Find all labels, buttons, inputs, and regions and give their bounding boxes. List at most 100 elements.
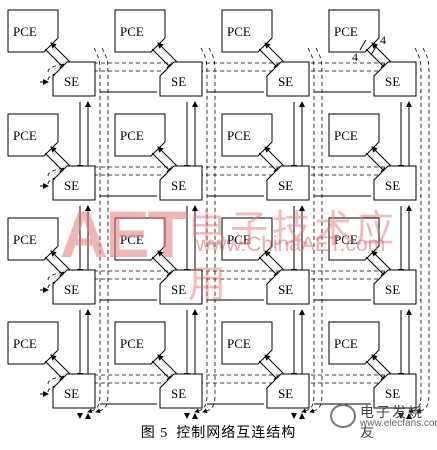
row-bus-dashed [47, 166, 415, 179]
grid-node: PCE SE [328, 217, 417, 305]
pce-label: PCE [120, 24, 144, 39]
se-block [52, 61, 96, 97]
se-block [266, 373, 310, 409]
grid-node: PCE SE [221, 113, 310, 201]
se-block [373, 165, 417, 201]
pce-label: PCE [13, 232, 37, 247]
pce-se-link [365, 152, 387, 174]
column-bus-dashed [309, 47, 323, 414]
se-label: SE [278, 178, 293, 193]
se-pce-link [50, 42, 72, 64]
row-bus-dashed [47, 70, 415, 83]
se-block [159, 269, 203, 305]
pce-label: PCE [334, 24, 358, 39]
pce-label: PCE [227, 336, 251, 351]
column-bus-dashed [95, 47, 109, 414]
se-label: SE [64, 74, 79, 89]
se-block [52, 165, 96, 201]
se-block [52, 269, 96, 305]
port-width-label-b: 4 [380, 33, 386, 47]
se-label: SE [64, 386, 79, 401]
pce-label: PCE [13, 336, 37, 351]
se-label: SE [64, 178, 79, 193]
se-block [159, 165, 203, 201]
grid-node: PCE SE [221, 217, 310, 305]
port-width-labels: 4 4 [352, 33, 386, 64]
pce-se-link [258, 256, 280, 278]
se-label: SE [385, 282, 400, 297]
grid-node: PCE SE [114, 321, 203, 409]
pce-label: PCE [120, 128, 144, 143]
grid-node: PCE SE [328, 113, 417, 201]
se-block [373, 61, 417, 97]
row-bus-dashed [47, 174, 415, 187]
pce-se-link [44, 360, 66, 382]
se-pce-link [264, 146, 286, 168]
se-pce-link [50, 354, 72, 376]
row-bus-dashed [47, 374, 415, 387]
se-label: SE [171, 282, 186, 297]
pce-label: PCE [227, 128, 251, 143]
row-bus-dashed [47, 62, 415, 75]
se-pce-link [371, 250, 393, 272]
se-label: SE [171, 386, 186, 401]
pce-se-link [365, 48, 387, 70]
se-block [266, 61, 310, 97]
grid-node: PCE SE [114, 113, 203, 201]
figure-number: 图 5 [140, 426, 169, 441]
se-label: SE [385, 178, 400, 193]
se-label: SE [385, 386, 400, 401]
figure-title: 控制网络互连结构 [176, 426, 297, 441]
column-bus-dashed [87, 47, 101, 414]
port-width-tick-a [359, 39, 367, 51]
se-pce-link [371, 354, 393, 376]
se-label: SE [64, 282, 79, 297]
pce-label: PCE [120, 336, 144, 351]
grid-node: PCE SE [114, 217, 203, 305]
column-bus-dashed [202, 47, 216, 414]
se-pce-link [50, 146, 72, 168]
pce-label: PCE [120, 232, 144, 247]
grid-node: PCE SE [7, 217, 96, 305]
se-label: SE [278, 386, 293, 401]
se-pce-link [157, 250, 179, 272]
pce-label: PCE [227, 232, 251, 247]
se-pce-link [371, 42, 393, 64]
se-pce-link [50, 250, 72, 272]
column-bus-dashed [408, 47, 422, 414]
pce-se-link [151, 48, 173, 70]
column-bus-dashed [416, 47, 430, 414]
se-label: SE [278, 282, 293, 297]
se-pce-link [264, 250, 286, 272]
pce-se-link [44, 152, 66, 174]
se-block [266, 269, 310, 305]
se-block [266, 165, 310, 201]
logo-mark-icon [330, 404, 356, 428]
pce-label: PCE [334, 336, 358, 351]
port-width-tick-b [370, 44, 378, 56]
column-bus-dashed [301, 47, 315, 414]
node-layer: PCE SE PCE SE PCE SE PCE SE PCE SE PCE SE PCE SE PCE SE… [7, 9, 417, 409]
se-label: SE [171, 178, 186, 193]
pce-se-link [44, 256, 66, 278]
pce-se-link [365, 256, 387, 278]
pce-label: PCE [334, 128, 358, 143]
pce-label: PCE [13, 24, 37, 39]
corner-logo: 电子发烧友 www.elecfans.com [330, 402, 437, 441]
grid-node: PCE SE [7, 9, 96, 97]
pce-se-link [151, 256, 173, 278]
se-block [373, 373, 417, 409]
logo-site: www.elecfans.com [360, 418, 437, 429]
port-width-label-a: 4 [352, 50, 358, 64]
watermark-chinese: 电子技术应用 [188, 209, 399, 306]
se-pce-link [157, 354, 179, 376]
pce-label: PCE [334, 232, 358, 247]
se-pce-link [371, 146, 393, 168]
pce-se-link [151, 152, 173, 174]
row-bus-dashed [47, 382, 415, 395]
column-bus-dashed [194, 47, 208, 414]
